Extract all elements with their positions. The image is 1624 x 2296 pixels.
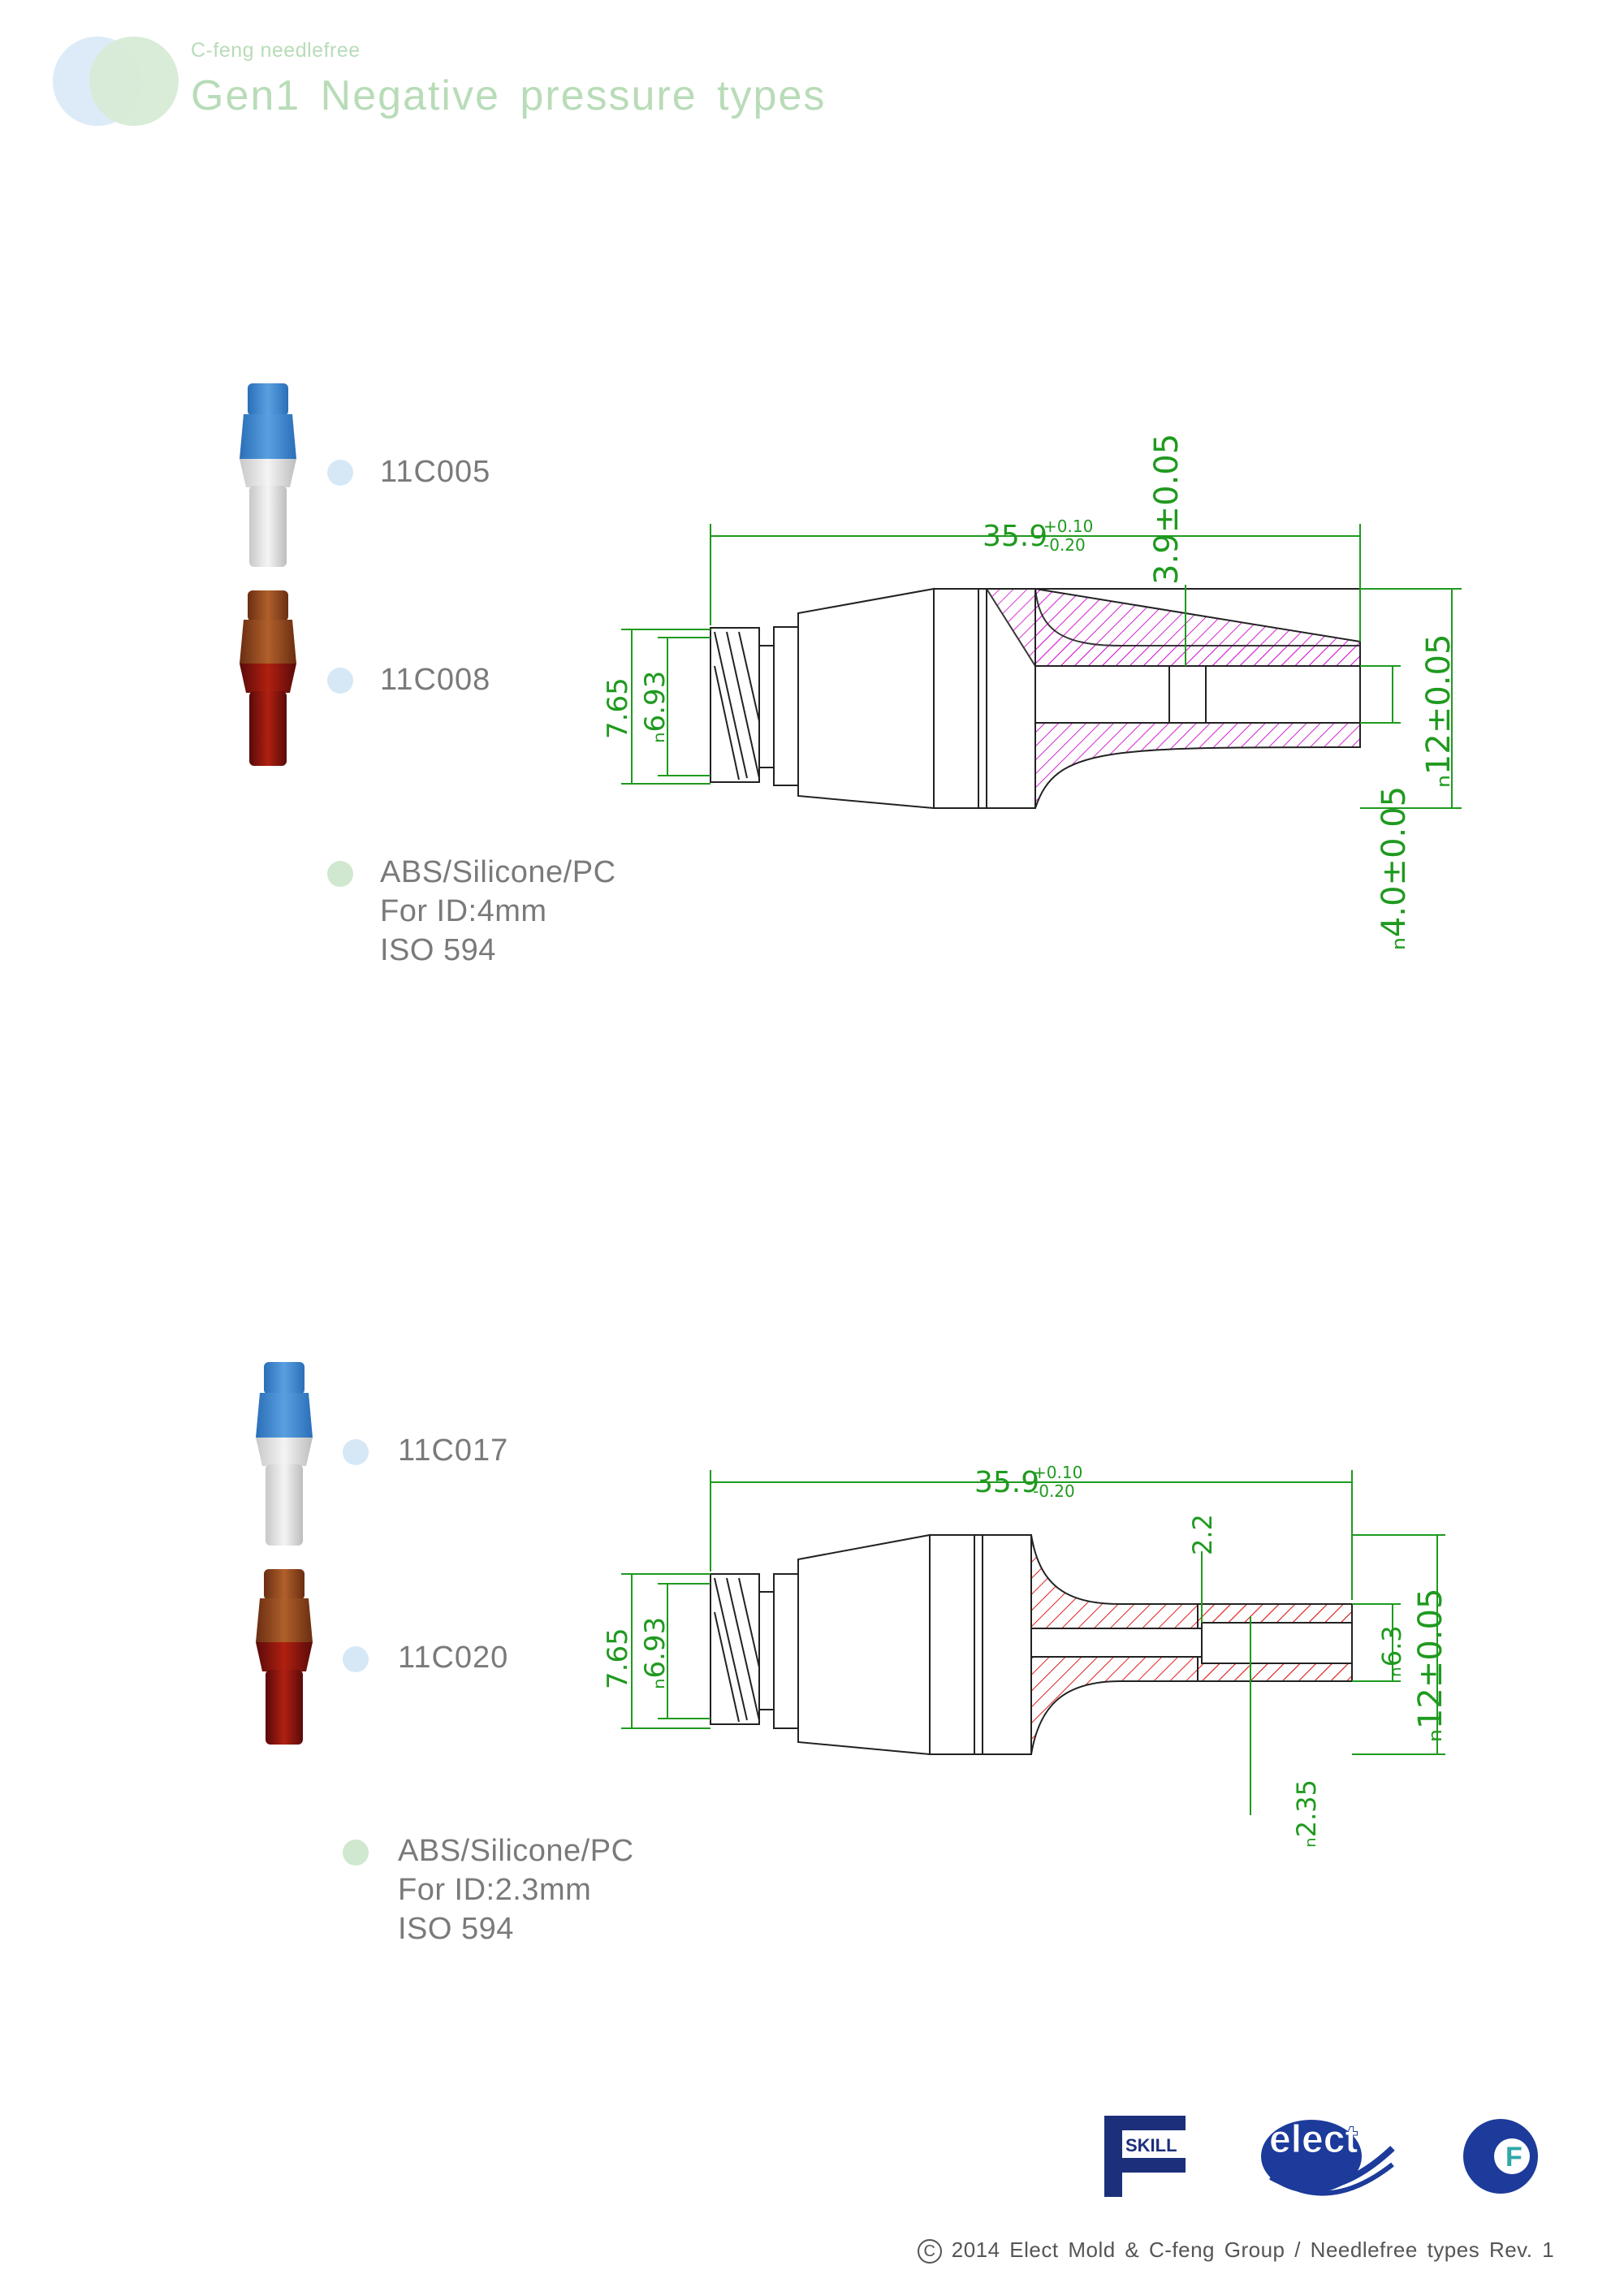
brand-small-text: C-feng needlefree: [191, 39, 361, 62]
dim-body-dia: ₙ12±0.05: [1412, 1589, 1449, 1742]
bullet-dot: [343, 1439, 369, 1465]
dim-length-tol-plus: +0.10: [1033, 1463, 1082, 1482]
dim-bore: 3.9±0.05: [1148, 434, 1186, 585]
product-image-11c017: [256, 1362, 313, 1546]
product-code-11c020: 11C020: [398, 1641, 509, 1675]
dim-body-dia: ₙ12±0.05: [1420, 634, 1458, 788]
footer-text: 2014 Elect Mold & C-feng Group / Needlef…: [951, 2238, 1555, 2262]
dim-id: ₙ2.35: [1291, 1779, 1322, 1848]
elect-logo-text: elect: [1269, 2118, 1358, 2161]
bullet-dot: [327, 861, 353, 887]
dim-length-tol-minus: -0.20: [1033, 1481, 1075, 1501]
product-code-11c008: 11C008: [380, 663, 491, 697]
technical-drawing-1: 35.9 +0.10 -0.20 3.9±0.05 7.65 ₙ6.93 ₙ12…: [602, 434, 1462, 950]
product-code-11c017: 11C017: [398, 1433, 509, 1468]
product-image-11c005: [240, 383, 296, 567]
skill-logo-text: SKILL: [1125, 2135, 1177, 2155]
dim-length-tol-plus: +0.10: [1043, 517, 1093, 536]
dim-length: 35.9: [983, 520, 1047, 553]
spec-material: ABS/Silicone/PC: [380, 855, 616, 889]
product-image-11c008: [240, 590, 296, 766]
bullet-dot: [327, 668, 353, 694]
dim-step: 2.2: [1187, 1514, 1218, 1555]
page-title: Gen1 Negative pressure types: [191, 72, 827, 119]
dim-tube-dia: ₙ6.3: [1376, 1625, 1407, 1677]
dim-outer-thread: 7.65: [602, 1628, 634, 1689]
bullet-dot: [327, 460, 353, 486]
dim-id: ₙ4.0±0.05: [1376, 786, 1413, 950]
spec-id: For ID:4mm: [380, 894, 547, 928]
elect-logo: elect: [1261, 2118, 1395, 2196]
bullet-dot: [343, 1646, 369, 1672]
technical-drawing-2: 35.9 +0.10 -0.20 2.2 7.65 ₙ6.93 ₙ6.3 ₙ12…: [602, 1463, 1449, 1848]
footer-copyright: C 2014 Elect Mold & C-feng Group / Needl…: [918, 2238, 1554, 2264]
spec-standard: ISO 594: [398, 1912, 514, 1946]
spec-block: ABS/Silicone/PC For ID:4mm ISO 594: [380, 853, 616, 970]
dim-length: 35.9: [974, 1466, 1039, 1499]
product-image-11c020: [256, 1569, 313, 1745]
product-code-11c005: 11C005: [380, 455, 491, 489]
spec-material: ABS/Silicone/PC: [398, 1834, 634, 1868]
dim-inner-thread: ₙ6.93: [639, 1617, 672, 1689]
brand-circles-logo: [53, 37, 179, 126]
dim-length-tol-minus: -0.20: [1043, 535, 1086, 555]
cfeng-logo: F: [1463, 2119, 1538, 2194]
cfeng-logo-text: F: [1505, 2142, 1522, 2173]
dim-inner-thread: ₙ6.93: [639, 671, 672, 743]
copyright-symbol: C: [918, 2239, 942, 2264]
skill-logo: SKILL: [1104, 2116, 1186, 2197]
bullet-dot: [343, 1840, 369, 1866]
dim-outer-thread: 7.65: [602, 677, 634, 739]
spec-id: For ID:2.3mm: [398, 1873, 592, 1907]
spec-standard: ISO 594: [380, 933, 496, 967]
spec-block: ABS/Silicone/PC For ID:2.3mm ISO 594: [398, 1831, 634, 1948]
